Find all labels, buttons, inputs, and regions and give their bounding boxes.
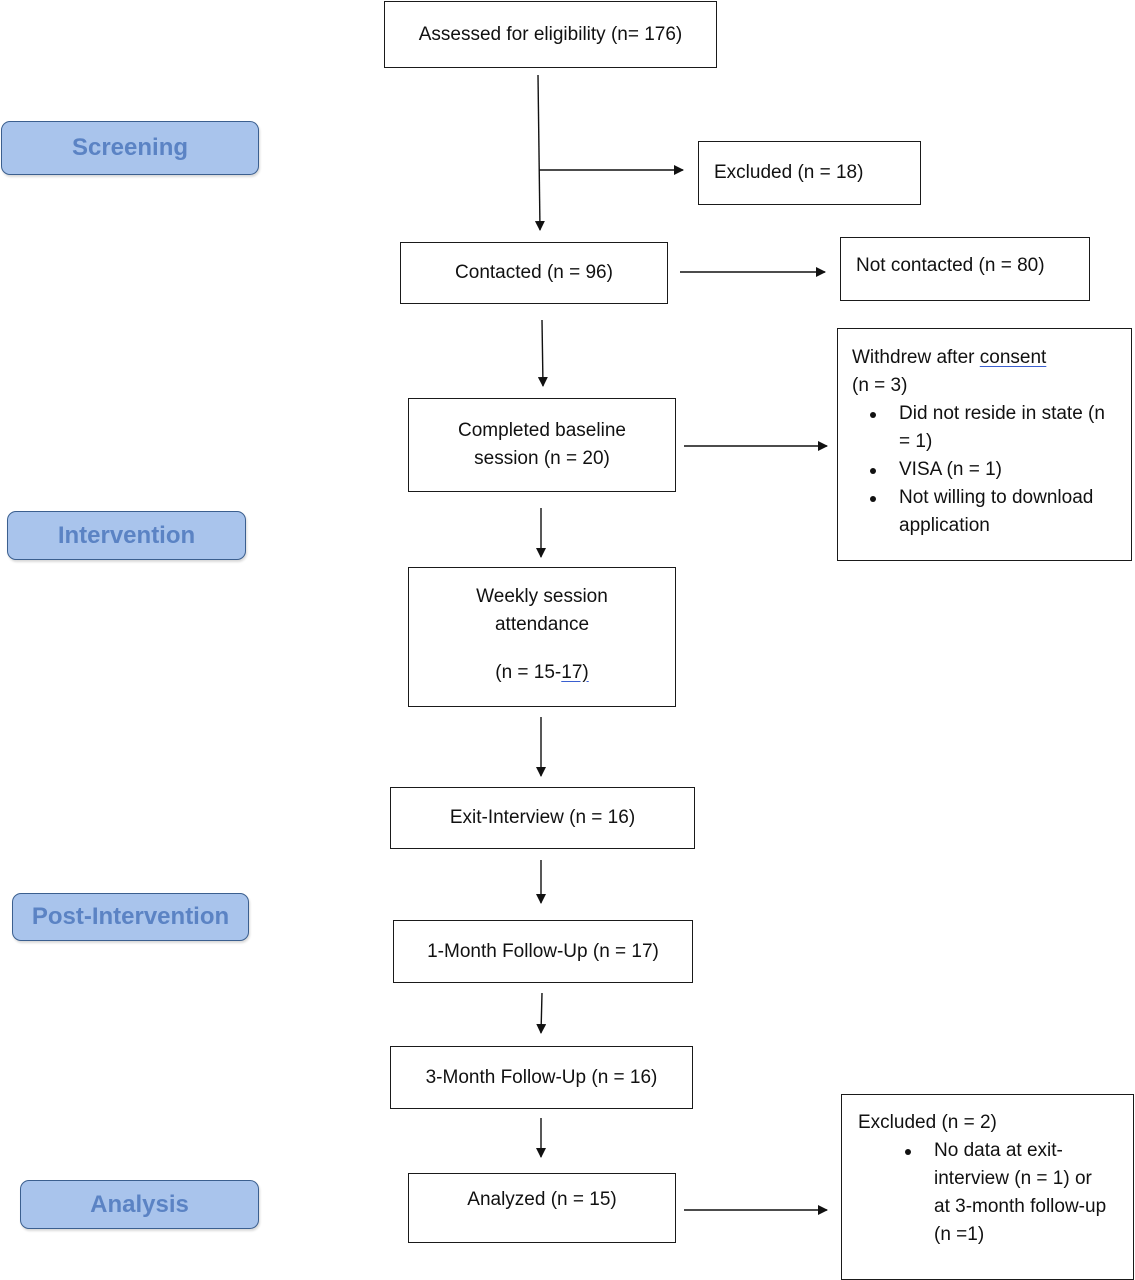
box-not-contacted-text: Not contacted (n = 80) (856, 255, 1045, 276)
box-weekly-line1: Weekly session (476, 586, 608, 607)
box-not-contacted: Not contacted (n = 80) (840, 237, 1090, 301)
box-withdrew: Withdrew after consent (n = 3) Did not r… (837, 328, 1132, 561)
box-analyzed-text: Analyzed (n = 15) (467, 1189, 617, 1210)
box-followup-1month-text: 1-Month Follow-Up (n = 17) (427, 940, 659, 962)
excluded-analysis-reason-item: No data at exit-interview (n = 1) or at … (887, 1137, 1109, 1249)
box-exit-interview: Exit-Interview (n = 16) (390, 787, 695, 849)
withdrew-title-prefix: Withdrew after (852, 347, 980, 368)
box-excluded-analysis: Excluded (n = 2) No data at exit-intervi… (841, 1094, 1134, 1280)
box-baseline-line2: session (n = 20) (474, 448, 610, 469)
box-followup-3month: 3-Month Follow-Up (n = 16) (390, 1046, 693, 1109)
arrow-1month-to-3month (536, 992, 547, 1034)
excluded-analysis-title: Excluded (n = 2) (858, 1112, 997, 1133)
withdrew-title-underlined: consent (979, 347, 1047, 368)
box-contacted: Contacted (n = 96) (400, 242, 668, 304)
box-weekly-count: (n = 15-17) (409, 659, 675, 687)
withdrew-reason-item: VISA (n = 1) (852, 456, 1127, 484)
box-analyzed: Analyzed (n = 15) (408, 1173, 676, 1243)
box-exit-interview-text: Exit-Interview (n = 16) (449, 807, 636, 828)
box-excluded-screening-text: Excluded (n = 18) (714, 162, 864, 183)
withdrew-reason-item: Not willing to download application (852, 484, 1127, 540)
excluded-analysis-reasons: No data at exit-interview (n = 1) or at … (858, 1137, 1113, 1249)
arrow-contacted-to-baseline (537, 319, 548, 387)
stage-label-screening: Screening (1, 121, 259, 175)
box-weekly-count-prefix: (n = 15- (495, 662, 562, 683)
stage-label-analysis: Analysis (20, 1180, 259, 1229)
box-assessed: Assessed for eligibility (n= 176) (384, 1, 717, 68)
box-assessed-text: Assessed for eligibility (n= 176) (418, 23, 683, 45)
box-weekly-line2: attendance (494, 614, 590, 635)
withdrew-reason-item: Did not reside in state (n = 1) (852, 400, 1127, 456)
box-excluded-screening: Excluded (n = 18) (698, 141, 921, 205)
stage-label-intervention: Intervention (7, 511, 246, 560)
stage-label-post-intervention: Post-Intervention (12, 893, 249, 941)
box-followup-3month-text: 3-Month Follow-Up (n = 16) (425, 1066, 658, 1088)
box-baseline-line1: Completed baseline (458, 420, 626, 441)
box-followup-1month: 1-Month Follow-Up (n = 17) (393, 920, 693, 983)
box-baseline: Completed baseline session (n = 20) (408, 398, 676, 492)
withdrew-title: Withdrew after consent (852, 344, 1127, 372)
arrow-assessed-to-contacted (534, 74, 545, 231)
withdrew-reasons: Did not reside in state (n = 1) VISA (n … (852, 400, 1127, 540)
box-contacted-text: Contacted (n = 96) (455, 262, 613, 283)
box-weekly-count-underlined: 17) (561, 662, 589, 683)
box-weekly-attendance: Weekly session attendance (n = 15-17) (408, 567, 676, 707)
withdrew-count: (n = 3) (852, 375, 908, 396)
